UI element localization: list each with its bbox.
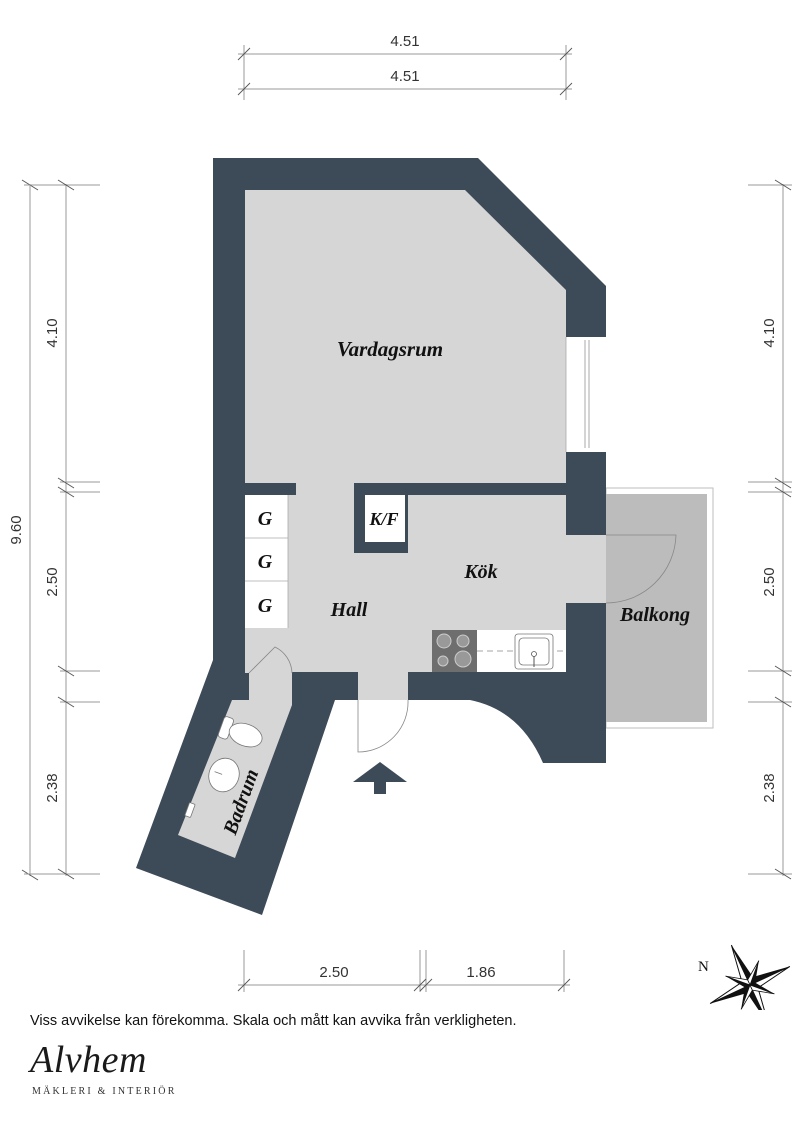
- shower-mixer: [184, 802, 196, 818]
- dimension-top-2: 4.51: [390, 68, 419, 85]
- balcony: [605, 487, 714, 729]
- window: [566, 337, 606, 452]
- dimension-left-3: 2.38: [44, 773, 61, 802]
- brand-subtitle: MÄKLERI & INTERIÖR: [32, 1086, 177, 1097]
- dimension-bottom-1: 2.50: [319, 964, 348, 981]
- label-closet-2: G: [258, 551, 273, 573]
- dimension-left-total: 9.60: [8, 515, 25, 544]
- dimension-right-2: 2.50: [761, 567, 778, 596]
- dimension-top-1: 4.51: [390, 33, 419, 50]
- bottom-dimensions: 2.50 1.86: [237, 950, 571, 992]
- bathroom-fixtures: [184, 716, 263, 818]
- dimension-bottom-2: 1.86: [466, 964, 495, 981]
- hall-kitchen-floor: [245, 494, 606, 700]
- compass-north-label: N: [698, 959, 709, 975]
- room-label-hall: Hall: [330, 599, 368, 621]
- fridge-freezer: [365, 495, 405, 542]
- balcony-door: [605, 534, 677, 604]
- living-room-floor: [245, 190, 566, 494]
- dimension-right-3: 2.38: [761, 773, 778, 802]
- entrance-arrow-icon: [353, 762, 407, 794]
- top-dimensions: 4.51 4.51: [237, 33, 573, 100]
- label-closet-3: G: [258, 595, 273, 617]
- dimension-left-2: 2.50: [44, 567, 61, 596]
- right-dimensions: 4.10 2.50 2.38: [748, 179, 792, 880]
- washbasin: [208, 757, 240, 793]
- toilet: [217, 716, 263, 748]
- dimension-left-1: 4.10: [44, 318, 61, 347]
- room-label-balkong: Balkong: [619, 604, 690, 626]
- entrance-door: [357, 699, 409, 753]
- brand-logo: Alvhem: [30, 1039, 147, 1081]
- doors: [248, 534, 677, 753]
- floor-plan: 4.51 4.51 9.60 4.10 2.50 2.38: [8, 33, 792, 1010]
- kitchen-counter: [432, 630, 566, 672]
- label-fridge-freezer: K/F: [368, 509, 398, 529]
- dimension-right-1: 4.10: [761, 318, 778, 347]
- room-label-kok: Kök: [463, 561, 497, 583]
- closets: [245, 495, 288, 628]
- left-dimensions: 9.60 4.10 2.50 2.38: [8, 179, 100, 881]
- disclaimer-text: Viss avvikelse kan förekomma. Skala och …: [30, 1013, 517, 1029]
- label-closet-1: G: [258, 508, 273, 530]
- bathroom-door: [248, 646, 293, 674]
- compass-rose-icon: [709, 944, 791, 1010]
- room-label-vardagsrum: Vardagsrum: [337, 337, 443, 361]
